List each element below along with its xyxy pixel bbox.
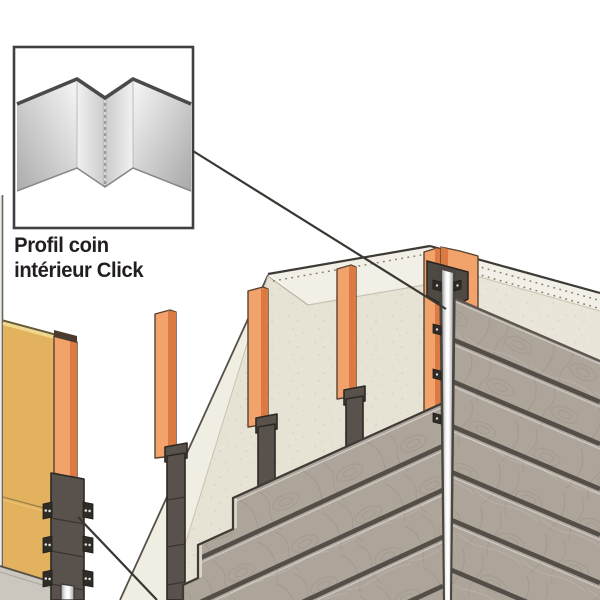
left-clip-profile bbox=[50, 472, 85, 600]
left-batten-shade bbox=[70, 340, 77, 479]
channel-clips bbox=[432, 279, 462, 425]
corner-click-channel bbox=[432, 266, 462, 600]
leader-line-corner bbox=[192, 150, 447, 310]
clip-fasteners bbox=[42, 501, 94, 588]
corner-profile-drawing bbox=[16, 77, 192, 192]
profile-seam bbox=[166, 496, 186, 501]
panel-top-outline bbox=[2, 319, 56, 336]
front-wall-cut-edge bbox=[119, 274, 269, 600]
front-battens bbox=[154, 264, 366, 600]
batten-1-shade bbox=[168, 310, 176, 457]
profile-face-2 bbox=[77, 79, 105, 187]
profile-seam bbox=[166, 543, 186, 548]
profile-face-1 bbox=[17, 79, 77, 191]
leader-line-clip bbox=[77, 516, 158, 600]
batten-3-shade bbox=[349, 266, 356, 398]
front-siding-grooves bbox=[183, 443, 443, 600]
callout-label: Profil coin intérieur Click bbox=[14, 233, 144, 282]
sill-strip bbox=[0, 566, 55, 600]
right-siding-grooves bbox=[449, 335, 600, 600]
callout: Profil coin intérieur Click bbox=[12, 45, 195, 282]
right-siding-top-highlight bbox=[448, 298, 600, 365]
callout-label-line1: Profil coin bbox=[14, 233, 109, 257]
dotted-line-front bbox=[272, 253, 428, 282]
wood-panel bbox=[3, 322, 55, 583]
profile-1-body bbox=[166, 452, 186, 600]
profile-face-3 bbox=[105, 79, 133, 187]
left-panel-assembly bbox=[0, 195, 94, 600]
panel-top-highlight bbox=[2, 322, 56, 339]
profile-seam bbox=[166, 581, 186, 586]
callout-label-line2: intérieur Click bbox=[14, 258, 144, 282]
profile-face-4 bbox=[133, 79, 191, 191]
profile-seam bbox=[50, 517, 85, 525]
profile-top-edge bbox=[16, 77, 192, 106]
front-wall-top-edge bbox=[267, 244, 431, 276]
right-siding bbox=[448, 294, 600, 600]
front-siding-step-edge bbox=[181, 401, 444, 600]
batten-2-shade bbox=[261, 288, 268, 426]
front-siding-top-highlight bbox=[235, 406, 444, 502]
left-starter-channel bbox=[60, 583, 75, 600]
left-batten-cap bbox=[54, 330, 77, 343]
profile-seam bbox=[50, 550, 85, 558]
profile-bottom-edge bbox=[16, 167, 192, 192]
right-siding-top-edge bbox=[448, 294, 600, 363]
